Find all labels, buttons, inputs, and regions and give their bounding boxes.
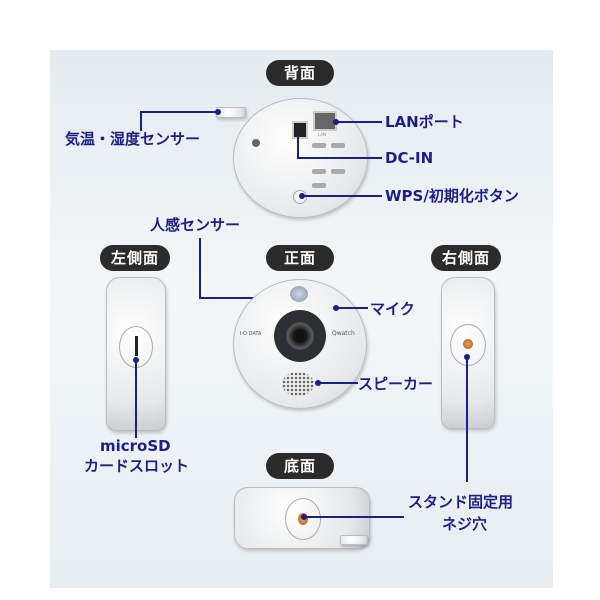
stand-screw-hole <box>463 339 473 349</box>
callout-microsd-line2: カードスロット <box>84 457 190 475</box>
sensor-cable-plug <box>340 535 368 545</box>
motion-sensor-lens <box>290 286 308 302</box>
view-label-back: 背面 <box>266 60 334 86</box>
view-label-bottom: 底面 <box>266 453 334 479</box>
camera-front-view: I·O DATA Qwatch <box>233 279 367 409</box>
camera-lens <box>274 310 326 362</box>
callout-wps-reset-button: WPS/初期化ボタン <box>385 187 519 205</box>
product-print: Qwatch <box>332 330 355 337</box>
view-label-right-side: 右側面 <box>431 245 501 271</box>
callout-temp-humidity-sensor: 気温・湿度センサー <box>65 130 201 148</box>
microsd-slot <box>135 336 138 356</box>
lan-print: LAN <box>318 132 327 137</box>
callout-stand-screw-line2: ネジ穴 <box>442 515 488 533</box>
callout-lan-port: LANポート <box>385 113 464 131</box>
brand-print: I·O DATA <box>240 331 262 337</box>
dc-in-port <box>292 121 308 139</box>
speaker-grille <box>282 372 314 396</box>
callout-speaker: スピーカー <box>358 375 434 393</box>
callout-motion-sensor: 人感センサー <box>150 216 241 234</box>
camera-bottom-view <box>234 487 370 549</box>
callout-stand-screw-line1: スタンド固定用 <box>408 493 514 511</box>
callout-microsd-line1: microSD <box>100 437 171 455</box>
camera-right-side-view <box>441 277 495 429</box>
callout-microphone: マイク <box>370 300 415 318</box>
view-label-front: 正面 <box>266 245 334 271</box>
camera-left-side-view <box>106 277 166 431</box>
callout-dc-in: DC-IN <box>385 149 434 167</box>
screw-icon <box>252 139 260 147</box>
view-label-left-side: 左側面 <box>100 245 170 271</box>
